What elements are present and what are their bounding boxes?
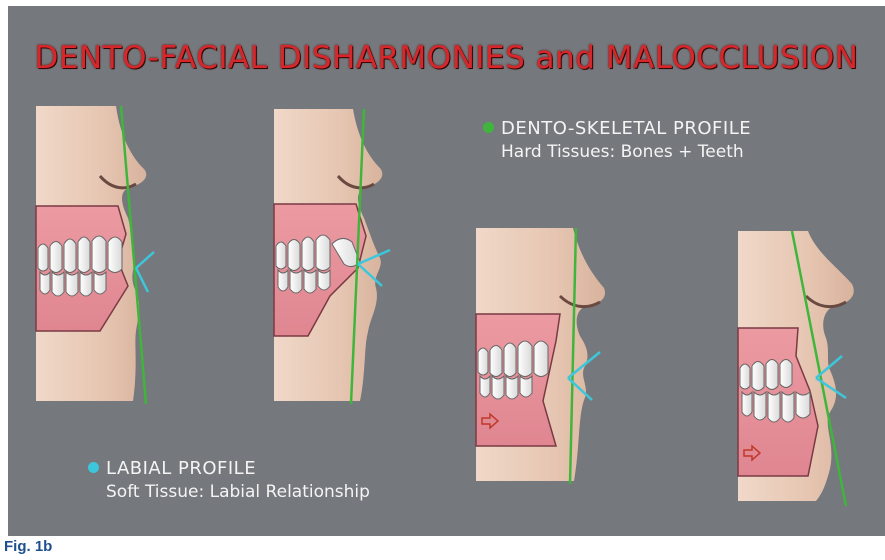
profile-3-retrusive (476, 228, 605, 484)
profile-illustrations (8, 6, 885, 536)
legend-labial-subtitle: Soft Tissue: Labial Relationship (88, 480, 370, 504)
figure-panel: DENTO-FACIAL DISHARMONIES and MALOCCLUSI… (8, 6, 885, 536)
figure-label: Fig. 1b (4, 538, 52, 555)
teeth-lower-2 (278, 270, 330, 293)
profile-4-class-iii (738, 231, 854, 506)
legend-dento-skeletal-subtitle: Hard Tissues: Bones + Teeth (483, 140, 751, 164)
labial-mark-1 (136, 252, 154, 292)
legend-labial: LABIAL PROFILE Soft Tissue: Labial Relat… (88, 458, 370, 504)
legend-dento-skeletal-heading: DENTO-SKELETAL PROFILE (483, 118, 751, 140)
profile-2-protrusive (274, 109, 390, 404)
green-dot-icon (483, 122, 494, 133)
legend-dento-skeletal: DENTO-SKELETAL PROFILE Hard Tissues: Bon… (483, 118, 751, 164)
legend-labial-heading: LABIAL PROFILE (88, 458, 370, 480)
teeth-lower-3 (480, 376, 532, 399)
cyan-dot-icon (88, 462, 99, 473)
profile-1-balanced (36, 106, 154, 404)
